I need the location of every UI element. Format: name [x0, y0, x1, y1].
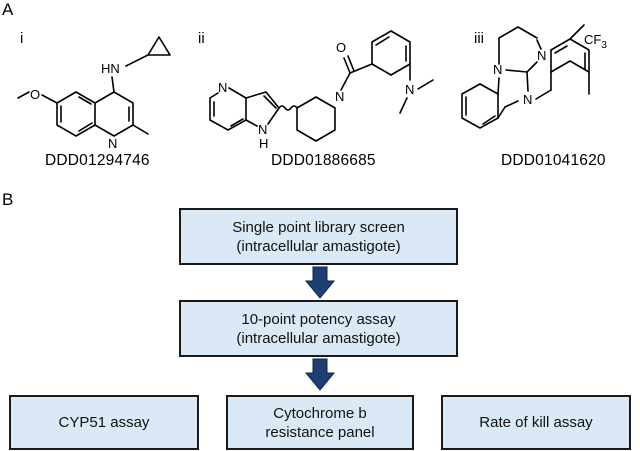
down-arrow-1 — [304, 266, 336, 299]
down-arrow-2 — [304, 358, 336, 391]
compound-i-label: i — [20, 30, 24, 47]
cyp51-assay-box: CYP51 assay — [9, 395, 199, 450]
library-screen-box: Single point library screen (intracellul… — [179, 208, 458, 265]
cytochrome-b-line2: resistance panel — [265, 423, 375, 441]
atom-n-piperidine: N — [335, 89, 344, 104]
atom-o: O — [30, 87, 40, 102]
compound-iii-id: DDD01041620 — [501, 152, 606, 169]
cyp51-assay-label: CYP51 assay — [58, 414, 150, 431]
potency-assay-line2: (intracellular amastigote) — [236, 329, 401, 347]
atom-n-pyrrole: N — [258, 122, 267, 137]
compound-ii-label: ii — [198, 30, 205, 47]
atom-n: N — [108, 136, 117, 151]
atom-n-dimethyl: N — [405, 82, 414, 97]
compound-i-id: DDD01294746 — [45, 152, 150, 169]
potency-assay-box: 10-point potency assay (intracellular am… — [179, 300, 458, 357]
atom-h: H — [259, 136, 268, 151]
library-screen-line1: Single point library screen — [232, 218, 405, 236]
compound-ii-structure: N N H N O N — [209, 30, 434, 151]
atom-o-carbonyl: O — [336, 40, 346, 55]
rate-of-kill-box: Rate of kill assay — [441, 395, 631, 450]
atom-cf3: CF3 — [584, 32, 607, 51]
atom-n-top: N — [537, 48, 546, 63]
panel-a-label: A — [2, 0, 14, 19]
compound-i-structure: HN O N — [17, 36, 171, 151]
atom-n-benz: N — [523, 92, 532, 107]
compound-ii-id: DDD01886685 — [271, 152, 376, 169]
library-screen-line2: (intracellular amastigote) — [236, 237, 401, 255]
cytochrome-b-line1: Cytochrome b — [273, 404, 367, 422]
atom-n-bridge: N — [493, 62, 502, 77]
compound-iii-structure: N N N CF3 — [461, 24, 607, 129]
rate-of-kill-label: Rate of kill assay — [479, 414, 593, 431]
cytochrome-b-box: Cytochrome b resistance panel — [226, 395, 414, 450]
panel-b-label: B — [2, 190, 14, 209]
atom-hn: HN — [101, 61, 120, 76]
potency-assay-line1: 10-point potency assay — [241, 310, 396, 328]
atom-n-pyridine: N — [218, 80, 227, 95]
compound-iii-label: iii — [474, 30, 484, 47]
